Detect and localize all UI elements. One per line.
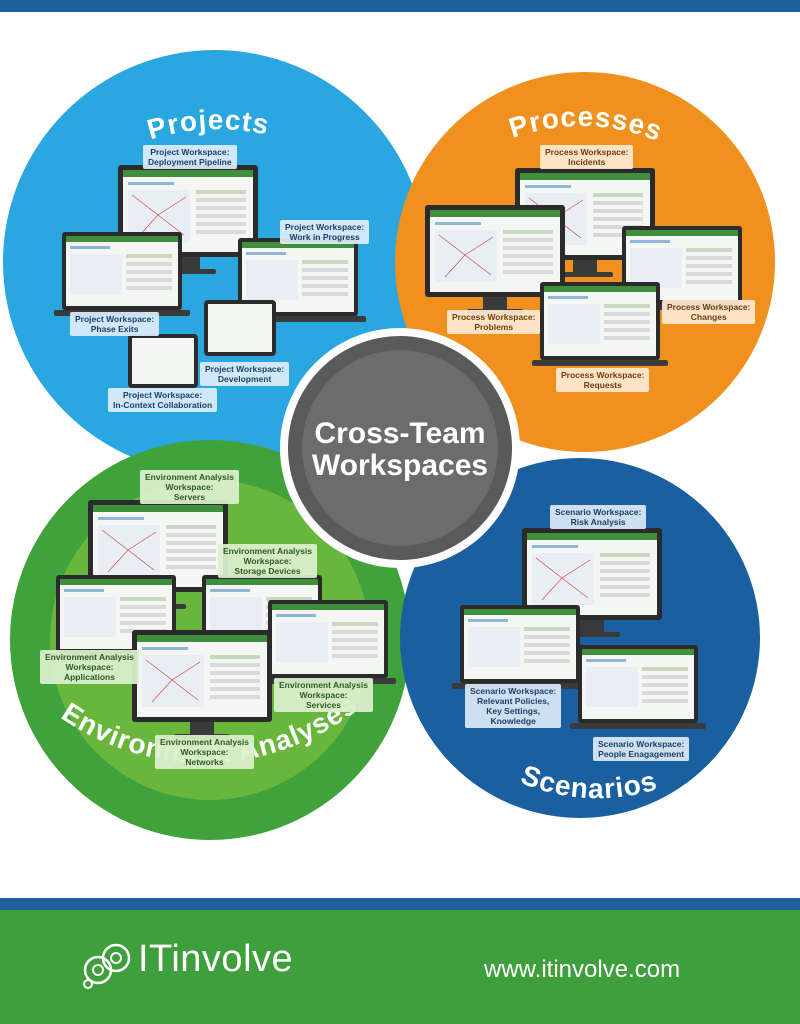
scenarios-circle: Scenarios bbox=[400, 458, 760, 818]
label-project-phase-exits: Project Workspace: Phase Exits bbox=[70, 312, 160, 336]
processes-circle: Processes bbox=[395, 72, 775, 452]
label-project-work-in-progress: Project Workspace: Work in Progress bbox=[280, 220, 370, 244]
label-process-problems: Process Workspace: Problems bbox=[447, 310, 541, 334]
label-process-incidents: Process Workspace: Incidents bbox=[540, 145, 634, 169]
label-project-development: Project Workspace: Development bbox=[200, 362, 290, 386]
label-env-applications: Environment Analysis Workspace: Applicat… bbox=[40, 650, 139, 684]
env-laptop-screen-3 bbox=[260, 600, 396, 684]
footer-url[interactable]: www.itinvolve.com bbox=[484, 956, 681, 983]
footer: ITinvolve www.itinvolve.com bbox=[0, 898, 800, 1024]
label-scen-relevant-policies: Scenario Workspace: Relevant Policies, K… bbox=[465, 684, 562, 728]
footer-stripe bbox=[0, 898, 800, 910]
center-title-line1: Cross-Team bbox=[314, 417, 486, 450]
label-scen-risk-analysis: Scenario Workspace: Risk Analysis bbox=[550, 505, 647, 529]
label-env-storage-devices: Environment Analysis Workspace: Storage … bbox=[218, 544, 317, 578]
top-stripe bbox=[0, 0, 800, 12]
label-project-deployment-pipeline: Project Workspace: Deployment Pipeline bbox=[143, 145, 237, 169]
scen-laptop-screen-2 bbox=[570, 645, 706, 729]
process-laptop-screen-2 bbox=[532, 282, 668, 366]
footer-brand: ITinvolve bbox=[138, 938, 294, 980]
label-project-in-context-collaboration: Project Workspace: In-Context Collaborat… bbox=[108, 388, 218, 412]
project-laptop-screen bbox=[54, 232, 190, 316]
label-env-servers: Environment Analysis Workspace: Servers bbox=[140, 470, 239, 504]
label-env-networks: Environment Analysis Workspace: Networks bbox=[155, 735, 254, 769]
label-scen-people-engagement: Scenario Workspace: People Enagagement bbox=[593, 737, 690, 761]
itinvolve-logo-icon bbox=[83, 943, 131, 989]
scen-laptop-screen bbox=[452, 605, 588, 689]
label-process-requests: Process Workspace: Requests bbox=[556, 368, 650, 392]
center-title: Cross-Team Workspaces bbox=[294, 418, 506, 482]
label-process-changes: Process Workspace: Changes bbox=[662, 300, 756, 324]
label-env-services: Environment Analysis Workspace: Services bbox=[274, 678, 373, 712]
center-title-line2: Workspaces bbox=[311, 449, 489, 482]
center-circle bbox=[280, 328, 520, 568]
